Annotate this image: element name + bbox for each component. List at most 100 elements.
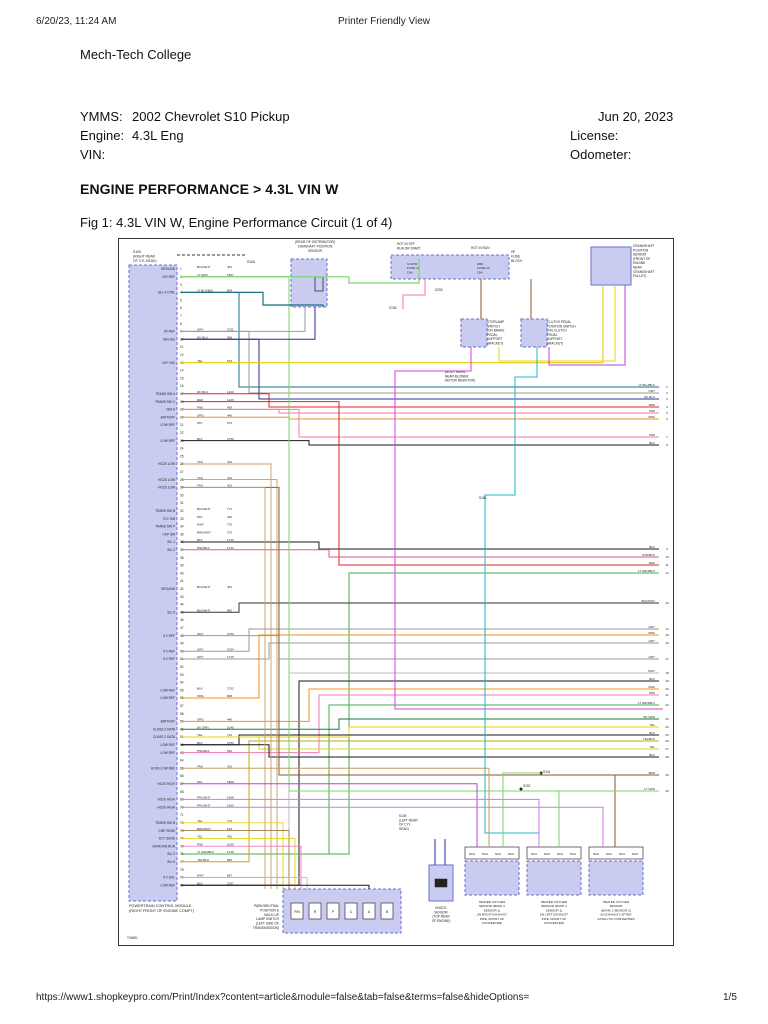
pcm-pin-number: 71 — [180, 813, 184, 817]
right-wire-number: 19 — [665, 679, 669, 683]
wiring-diagram: POWERTRAIN CONTROL MODULE(RIGHT FRONT OF… — [118, 238, 674, 946]
wire-circuit-label: 451 — [227, 265, 232, 269]
crank-sensor-label: ENGINE — [633, 261, 645, 265]
right-wire-label: BRN — [649, 771, 655, 775]
right-wire — [181, 688, 659, 722]
pcm-pin-number: 25 — [180, 454, 184, 458]
ho2s-bank1-sensor1-pin: NCA — [531, 852, 537, 856]
wire-5v-ref — [181, 307, 306, 332]
ho2s-bank2-sensor1-pin: NCA — [508, 852, 514, 856]
ho2s-bank2-sensor1-label: SENSOR (BANK 2 — [479, 904, 505, 908]
prndl-pin-label: R — [314, 910, 317, 914]
wire-color-label: RED — [197, 398, 204, 402]
wire-color-label: YEL — [197, 835, 203, 839]
wire-ign-sig — [181, 307, 316, 340]
bottom-feed-wire — [181, 822, 284, 889]
wire-circuit-label: 375 — [227, 530, 232, 534]
wire-circuit-label: 2767 — [227, 881, 234, 885]
right-wire-label: GRY — [649, 655, 655, 659]
right-wire — [181, 628, 659, 652]
wire-circuit-label: 440 — [227, 718, 232, 722]
right-wire-label: PNK — [649, 691, 655, 695]
clutch-label: (ON CLUTCH — [547, 329, 567, 333]
pcm-pin-number: 32 — [180, 509, 184, 513]
right-wire — [181, 338, 659, 400]
fuse-abs-label: 15A — [477, 270, 483, 274]
right-wire — [181, 549, 659, 558]
pcm-pin-number: 16 — [180, 384, 184, 388]
knock-sensor-label: OF ENGINE) — [432, 919, 451, 923]
stoplamp-label: BRACKET) — [487, 342, 503, 346]
ho2s-bank1-sensor2-pin: NCA — [619, 852, 625, 856]
wire-circuit-label: 1716 — [227, 655, 234, 659]
pcm-pin-name: TRANS SW C — [155, 400, 176, 404]
right-wire-number: 17 — [665, 657, 669, 661]
right-wire — [181, 680, 659, 886]
wire-circuit-label: 1223 — [227, 390, 234, 394]
cmp-sensor-block — [290, 258, 328, 308]
pcm-pin-name: TRANS SW B — [155, 821, 175, 825]
right-wire — [181, 704, 659, 855]
wire-color-label: ORG — [197, 413, 205, 417]
prndl-pin-box — [326, 902, 340, 920]
pcm-pin-name: ECT SENS — [159, 837, 175, 841]
pcm-pin-name: GROUND — [161, 267, 176, 271]
right-wire-label: DK BLU — [644, 395, 655, 399]
ho2s-bank2-sensor1-label: PIPE, FRONT OF — [480, 917, 505, 921]
pcm-pin-name: HO2S HIGH — [157, 798, 175, 802]
wire-circuit-label: 439 — [227, 406, 232, 410]
right-wire-label: LT BLU/BLK — [639, 383, 655, 387]
pcm-label: POWERTRAIN CONTROL MODULE — [129, 904, 192, 908]
right-wire-number: 6 — [666, 417, 668, 421]
pcm-pin-name: HO2S LOW — [158, 478, 175, 482]
stoplamp-label: (ON BRAKE — [487, 329, 505, 333]
pcm-pin-number: 42 — [180, 587, 184, 591]
pcm-pin-name: HO2S LOW — [158, 462, 175, 466]
ho2s-bank1-sensor1-pin: NCA — [570, 852, 576, 856]
right-wire-number: 27 — [665, 747, 669, 751]
footer-url[interactable]: https://www1.shopkeypro.com/Print/Index?… — [36, 992, 530, 1003]
pcm-pin-name: 5 V SOL — [163, 876, 175, 880]
wire-circuit-label: 2752 — [227, 686, 234, 690]
prndl-pin-box — [308, 902, 322, 920]
pcm-pin-number: 1 — [180, 267, 182, 271]
wire-color-label: TAN — [197, 764, 203, 768]
pcm-pin-name: HO2S HIGH — [157, 782, 175, 786]
pcm-pin-number: 3 — [180, 283, 182, 287]
bottom-feed-wire — [181, 463, 272, 889]
wire-color-label: YEL/BLK — [197, 858, 209, 862]
wire-circuit-label: 496 — [227, 335, 232, 339]
ho2s-bank1-sensor2-pin: NCA — [606, 852, 612, 856]
splice-s150: S150 — [479, 496, 487, 500]
stoplamp-switch-block — [460, 318, 488, 348]
s105-label: HEAD) — [399, 827, 409, 831]
right-wire-label: GRY — [649, 389, 655, 393]
prndl-pin-box — [344, 902, 358, 920]
wire-circuit-label: 710 — [227, 733, 232, 737]
ho2s-bank1-sensor2-block — [588, 860, 644, 896]
right-wire-label: LT GRN — [644, 787, 655, 791]
pcm-pin-number: 24 — [180, 447, 184, 451]
clutch-label: POSITION SWITCH — [547, 324, 576, 328]
wire-color-label: ORG — [197, 718, 205, 722]
right-wire — [181, 694, 659, 754]
fuse-abs-label: ABS — [477, 262, 483, 266]
wire-color-label: GRY — [197, 632, 203, 636]
right-wire-number: 16 — [665, 641, 669, 645]
wire-color-label: GRY — [197, 328, 203, 332]
prndl-pin-label: B — [386, 910, 389, 914]
right-wire-label: BLK/WHT — [642, 599, 656, 603]
ho2s-bank2-sensor1-pin: NCA — [482, 852, 488, 856]
print-title: Printer Friendly View — [337, 16, 431, 27]
right-wire-number: 10 — [665, 555, 669, 559]
pcm-pin-number: 53 — [180, 673, 184, 677]
footer-page: 1/5 — [723, 992, 737, 1003]
right-wire — [181, 416, 659, 420]
pcm-pin-number: 38 — [180, 556, 184, 560]
pcm-pin-number: 52 — [180, 665, 184, 669]
right-wire-number: 30 — [665, 789, 669, 793]
right-wire — [181, 736, 659, 750]
pcm-label: (RIGHT FRONT OF ENGINE COMPT) — [129, 909, 195, 913]
wire-ckp-sig — [181, 285, 604, 364]
prndl-label: LAMP SWITCH — [256, 917, 279, 921]
